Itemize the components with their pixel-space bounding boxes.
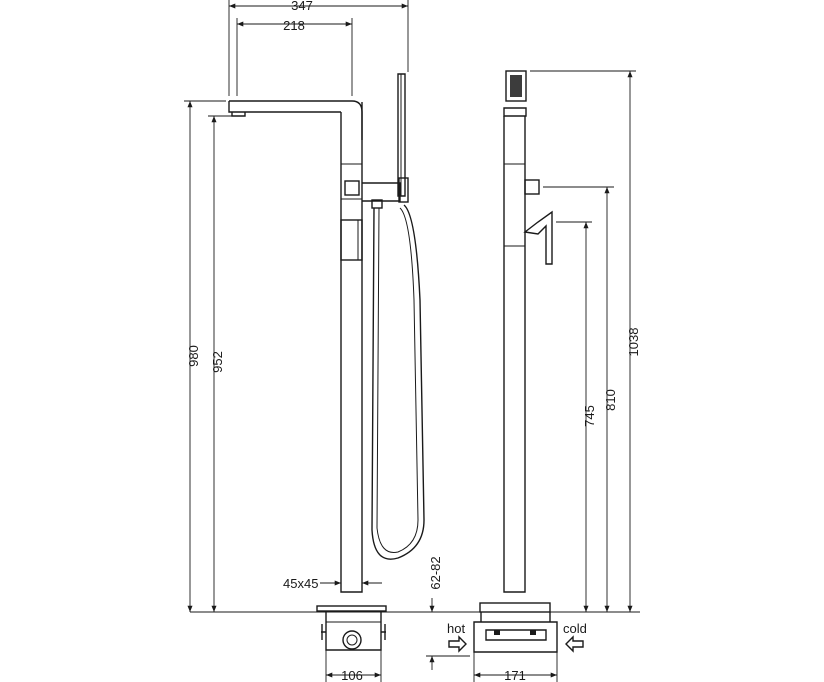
- dim-base-left: 106: [341, 668, 363, 682]
- label-cold: cold: [563, 621, 587, 636]
- front-spout: [228, 100, 363, 140]
- hose-connector: [371, 199, 383, 209]
- side-floor-box: [473, 612, 558, 653]
- front-view: [190, 73, 470, 651]
- front-dimensions: 347 218 980 952 45x45 62-82 106: [184, 0, 470, 682]
- dim-height-810: 810: [603, 389, 618, 411]
- dim-height-1038: 1038: [626, 328, 641, 357]
- side-view: hot cold: [447, 70, 640, 653]
- inlet-hole: [342, 630, 362, 650]
- spray-nozzles: [510, 75, 522, 97]
- side-shower-head: [505, 70, 527, 102]
- dim-height-980: 980: [186, 345, 201, 367]
- label-hot: hot: [447, 621, 465, 636]
- dim-overall-width: 347: [291, 0, 313, 13]
- side-dimensions: 1038 810 745 171: [473, 70, 641, 682]
- hand-shower: [397, 73, 406, 197]
- dim-height-745: 745: [582, 405, 597, 427]
- side-knob: [524, 179, 540, 195]
- side-column: [503, 116, 526, 593]
- dim-height-952: 952: [210, 351, 225, 373]
- front-column: [340, 102, 363, 593]
- dim-floor-depth: 62-82: [428, 556, 443, 589]
- side-lever: [523, 210, 553, 265]
- shower-hose: [371, 204, 425, 560]
- mixer-handle: [344, 180, 360, 196]
- front-floor-box: [321, 612, 386, 651]
- dim-spout-reach: 218: [283, 18, 305, 33]
- shower-holder: [362, 182, 401, 202]
- dim-pipe-section: 45x45: [283, 576, 318, 591]
- front-floor-plate: [316, 605, 387, 612]
- holder-clip: [398, 177, 409, 203]
- column-band: [340, 219, 363, 261]
- dim-base-right: 171: [504, 668, 526, 682]
- hot-arrow-icon: [448, 635, 467, 653]
- cold-arrow-icon: [565, 635, 584, 653]
- side-floor-plate: [479, 602, 551, 613]
